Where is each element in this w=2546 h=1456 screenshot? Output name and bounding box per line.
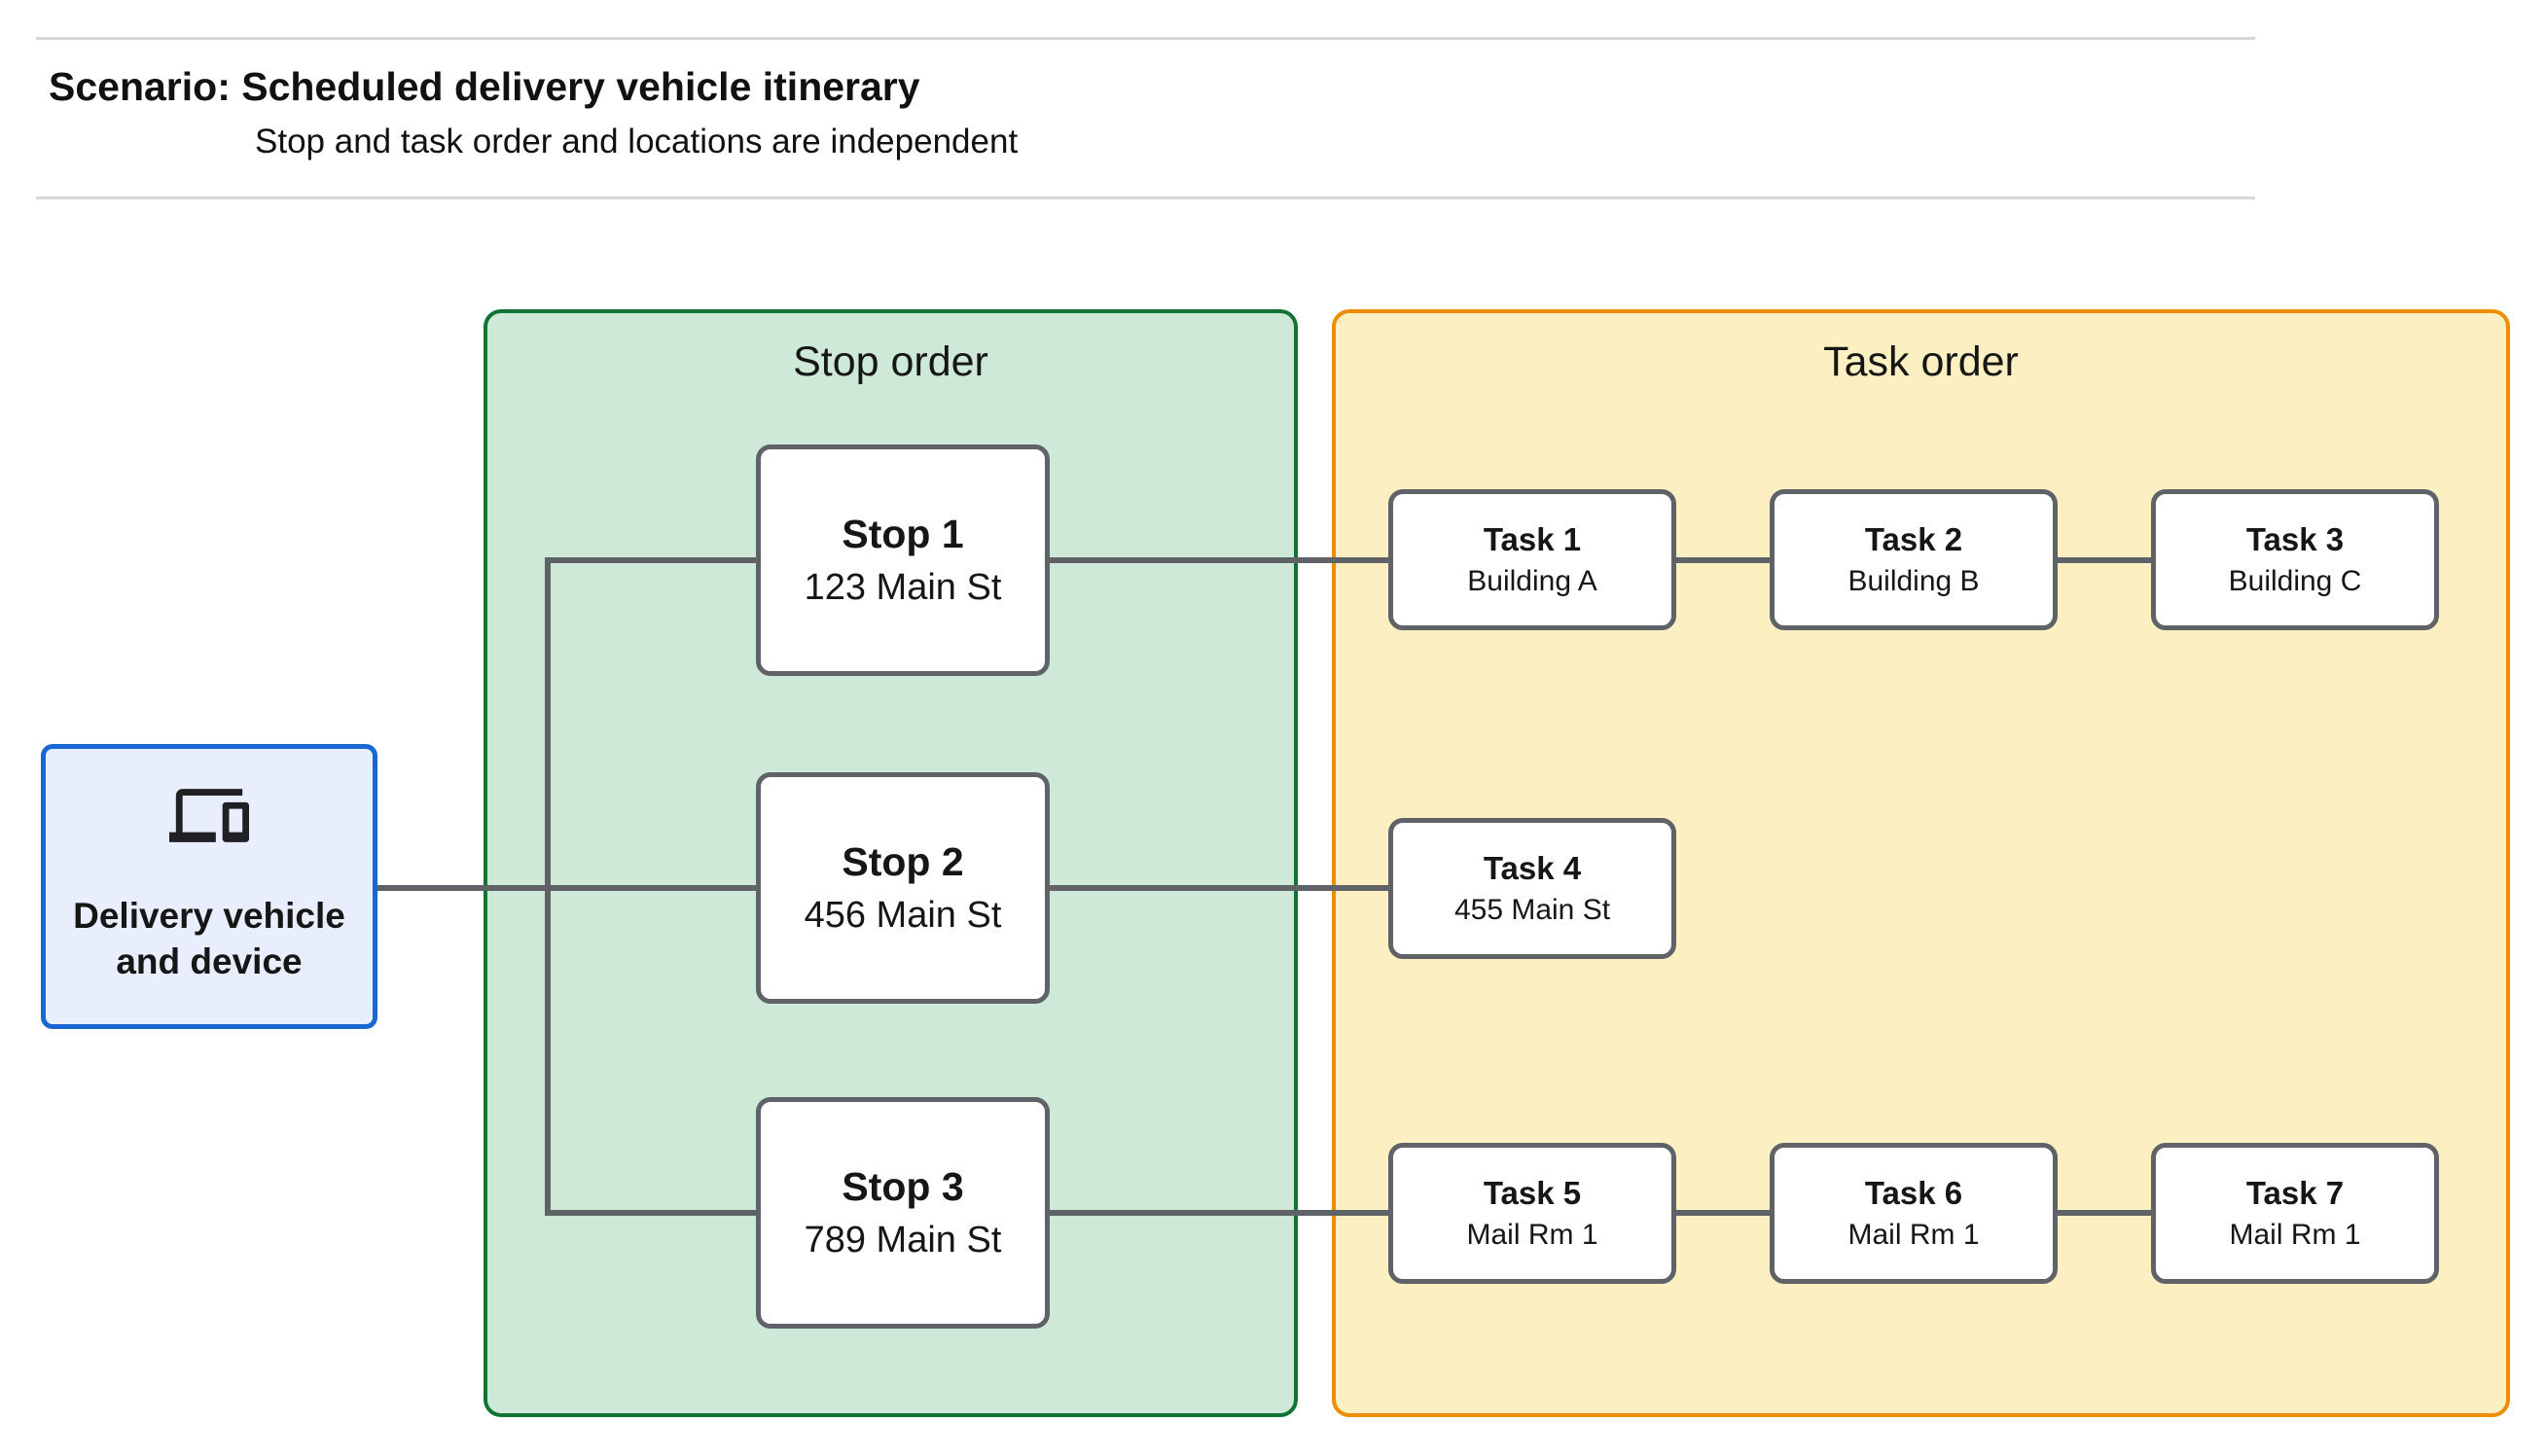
stop-order-panel-title: Stop order [793,338,988,385]
task-order-panel-title: Task order [1823,338,2019,385]
task-4-node: Task 4 455 Main St [1388,818,1676,959]
task-4-location: 455 Main St [1453,894,1611,926]
task-6-label: Task 6 [1864,1175,1963,1211]
connector-task2-to-task3 [2058,557,2151,563]
stop-2-label: Stop 2 [842,839,964,884]
task-7-location: Mail Rm 1 [2229,1219,2361,1251]
delivery-node-label-line1: Delivery vehicle [73,895,345,936]
stop-2-location: 456 Main St [804,895,1002,936]
connector-trunk-vertical [545,557,551,1216]
devices-icon [169,788,249,842]
task-2-location: Building B [1847,565,1980,597]
connector-trunk-to-stop3 [545,1210,756,1216]
delivery-vehicle-node: Delivery vehicle and device [41,744,377,1029]
delivery-node-label-line2: and device [116,941,303,981]
connector-stop1-to-task1 [1050,557,1388,563]
connector-task6-to-task7 [2058,1210,2151,1216]
connector-task5-to-task6 [1676,1210,1770,1216]
header-top-rule [36,37,2255,40]
stop-3-location: 789 Main St [804,1220,1002,1261]
task-3-node: Task 3 Building C [2151,489,2439,630]
page-subtitle: Stop and task order and locations are in… [255,123,1019,160]
task-6-location: Mail Rm 1 [1847,1219,1980,1251]
delivery-node-label: Delivery vehicle and device [73,893,345,985]
task-3-label: Task 3 [2245,521,2345,557]
connector-trunk-to-stop1 [545,557,756,563]
header-bottom-rule [36,196,2255,199]
task-1-label: Task 1 [1483,521,1582,557]
task-3-location: Building C [2228,565,2362,597]
connector-delivery-to-stops [377,885,756,891]
connector-task1-to-task2 [1676,557,1770,563]
stop-1-location: 123 Main St [804,567,1002,608]
stop-1-label: Stop 1 [842,512,964,556]
task-1-location: Building A [1467,565,1597,597]
task-1-node: Task 1 Building A [1388,489,1676,630]
stop-2-node: Stop 2 456 Main St [756,772,1050,1004]
connector-stop3-to-task5 [1050,1210,1388,1216]
task-6-node: Task 6 Mail Rm 1 [1770,1143,2058,1284]
task-7-node: Task 7 Mail Rm 1 [2151,1143,2439,1284]
task-5-location: Mail Rm 1 [1466,1219,1598,1251]
connector-stop2-to-task4 [1050,885,1388,891]
task-2-node: Task 2 Building B [1770,489,2058,630]
stop-3-label: Stop 3 [842,1164,964,1209]
page-title: Scenario: Scheduled delivery vehicle iti… [49,64,920,109]
task-7-label: Task 7 [2245,1175,2345,1211]
task-4-label: Task 4 [1483,850,1582,886]
stop-3-node: Stop 3 789 Main St [756,1097,1050,1329]
task-5-label: Task 5 [1483,1175,1582,1211]
task-5-node: Task 5 Mail Rm 1 [1388,1143,1676,1284]
stop-1-node: Stop 1 123 Main St [756,444,1050,676]
task-2-label: Task 2 [1864,521,1963,557]
